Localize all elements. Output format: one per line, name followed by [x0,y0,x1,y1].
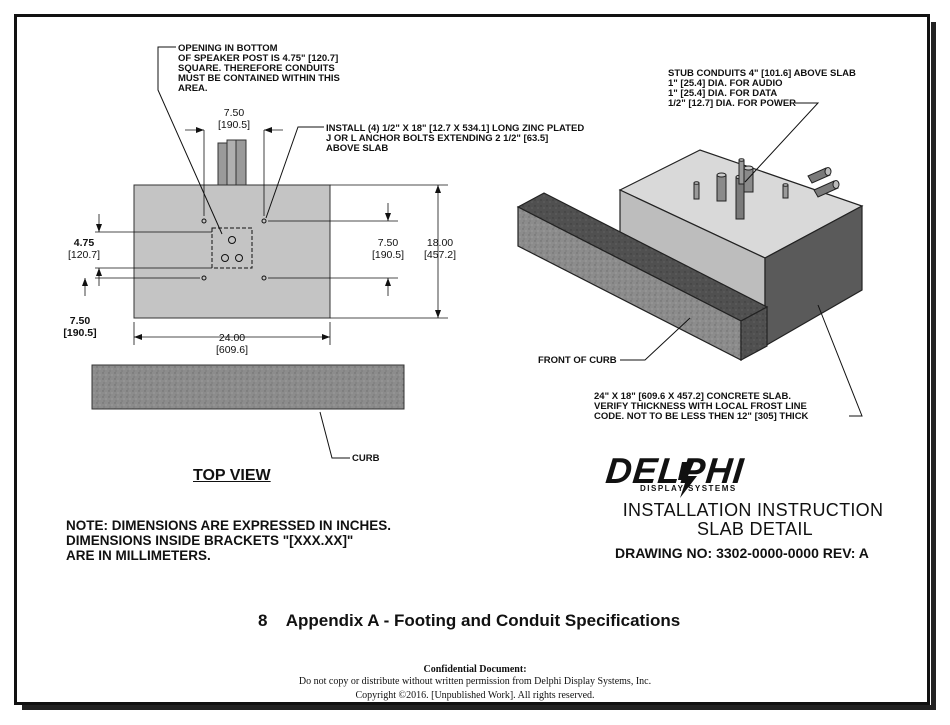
dim-height-mm: [457.2] [424,249,456,261]
dim-left-offset: 7.50 [70,315,91,327]
dim-right-bolt: 7.50 [378,237,399,249]
delphi-logo-subtitle: DISPLAY SYSTEMS [640,484,737,493]
logo-lightning-icon [678,462,697,498]
title-block-line1: INSTALLATION INSTRUCTION [622,500,884,520]
svg-text:CODE. NOT TO BE LESS THEN 12": CODE. NOT TO BE LESS THEN 12" [305] THIC… [594,411,809,422]
dim-top-width: 7.50 [224,107,245,119]
dim-height: 18.00 [427,237,453,249]
svg-text:AREA.: AREA. [178,83,208,94]
dimensions-note: NOTE: DIMENSIONS ARE EXPRESSED IN INCHES… [66,518,392,563]
svg-text:INSTALL (4) 1/2" X 18" [12.7 X: INSTALL (4) 1/2" X 18" [12.7 X 534.1] LO… [326,123,584,134]
svg-text:VERIFY THICKNESS WITH LOCAL FR: VERIFY THICKNESS WITH LOCAL FROST LINE [594,401,807,412]
top-view-title: TOP VIEW [193,467,271,484]
svg-text:ABOVE SLAB: ABOVE SLAB [326,143,388,154]
footer-confidential: Confidential Document: [423,664,527,675]
svg-text:1" [25.4] DIA. FOR DATA: 1" [25.4] DIA. FOR DATA [668,88,777,99]
front-of-curb-label: FRONT OF CURB [538,355,617,366]
side-conduits [807,167,840,198]
appendix-heading: 8 Appendix A - Footing and Conduit Speci… [258,611,681,630]
svg-text:OF SPEAKER POST IS 4.75" [120.: OF SPEAKER POST IS 4.75" [120.7] [178,53,338,64]
dim-width: 24.00 [219,332,245,344]
bolt-annotation: INSTALL (4) 1/2" X 18" [12.7 X 534.1] LO… [265,123,584,219]
stub-conduits-annotation: STUB CONDUITS 4" [101.6] ABOVE SLAB 1" [… [668,68,856,183]
curb-label: CURB [352,453,380,464]
isometric-view: STUB CONDUITS 4" [101.6] ABOVE SLAB 1" [… [516,68,864,422]
footer-copyright: Copyright ©2016. [Unpublished Work]. All… [355,690,595,701]
svg-text:J OR L ANCHOR BOLTS EXTENDING: J OR L ANCHOR BOLTS EXTENDING 2 1/2" [63… [326,133,548,144]
anchor-bolt-holes [201,218,267,281]
curb-end-face [740,305,768,362]
curb-top-view [91,364,405,410]
dim-left-offset-mm: [190.5] [63,327,96,339]
frame-shadow-bottom [22,705,936,710]
footer-permission: Do not copy or distribute without writte… [298,676,652,687]
dim-left-square: 4.75 [74,237,95,249]
page-frame [14,14,930,705]
svg-text:1/2" [12.7] DIA. FOR POWER: 1/2" [12.7] DIA. FOR POWER [668,98,796,109]
dim-width-mm: [609.6] [216,344,248,356]
top-view: 7.50 [190.5] 4.75 [120.7] 7.50 [190.5] 7… [63,43,584,464]
conduit-stubs-iso [693,158,789,220]
title-block-line2: SLAB DETAIL [696,519,813,539]
slab-annotation: 24" X 18" [609.6 X 457.2] CONCRETE SLAB.… [594,304,863,422]
slab-top-view [133,184,331,319]
conduit-stubs-top [217,139,247,186]
svg-text:1" [25.4] DIA. FOR AUDIO: 1" [25.4] DIA. FOR AUDIO [668,78,782,89]
svg-text:OPENING IN BOTTOM: OPENING IN BOTTOM [178,43,278,54]
opening-square [211,227,253,269]
dim-left-square-mm: [120.7] [68,249,100,261]
frame-shadow-right [931,22,936,710]
opening-annotation: OPENING IN BOTTOM OF SPEAKER POST IS 4.7… [157,43,340,235]
dim-right-bolt-mm: [190.5] [372,249,404,261]
svg-text:SQUARE. THEREFORE CONDUITS: SQUARE. THEREFORE CONDUITS [178,63,335,74]
drawing-number: DRAWING NO: 3302-0000-0000 REV: A [615,545,869,561]
dim-top-width-mm: [190.5] [218,119,250,131]
svg-text:STUB CONDUITS 4" [101.6] ABOVE: STUB CONDUITS 4" [101.6] ABOVE SLAB [668,68,856,79]
svg-text:24" X 18" [609.6 X 457.2] CONC: 24" X 18" [609.6 X 457.2] CONCRETE SLAB. [594,391,791,402]
svg-text:MUST BE CONTAINED WITHIN THIS: MUST BE CONTAINED WITHIN THIS [178,73,340,84]
